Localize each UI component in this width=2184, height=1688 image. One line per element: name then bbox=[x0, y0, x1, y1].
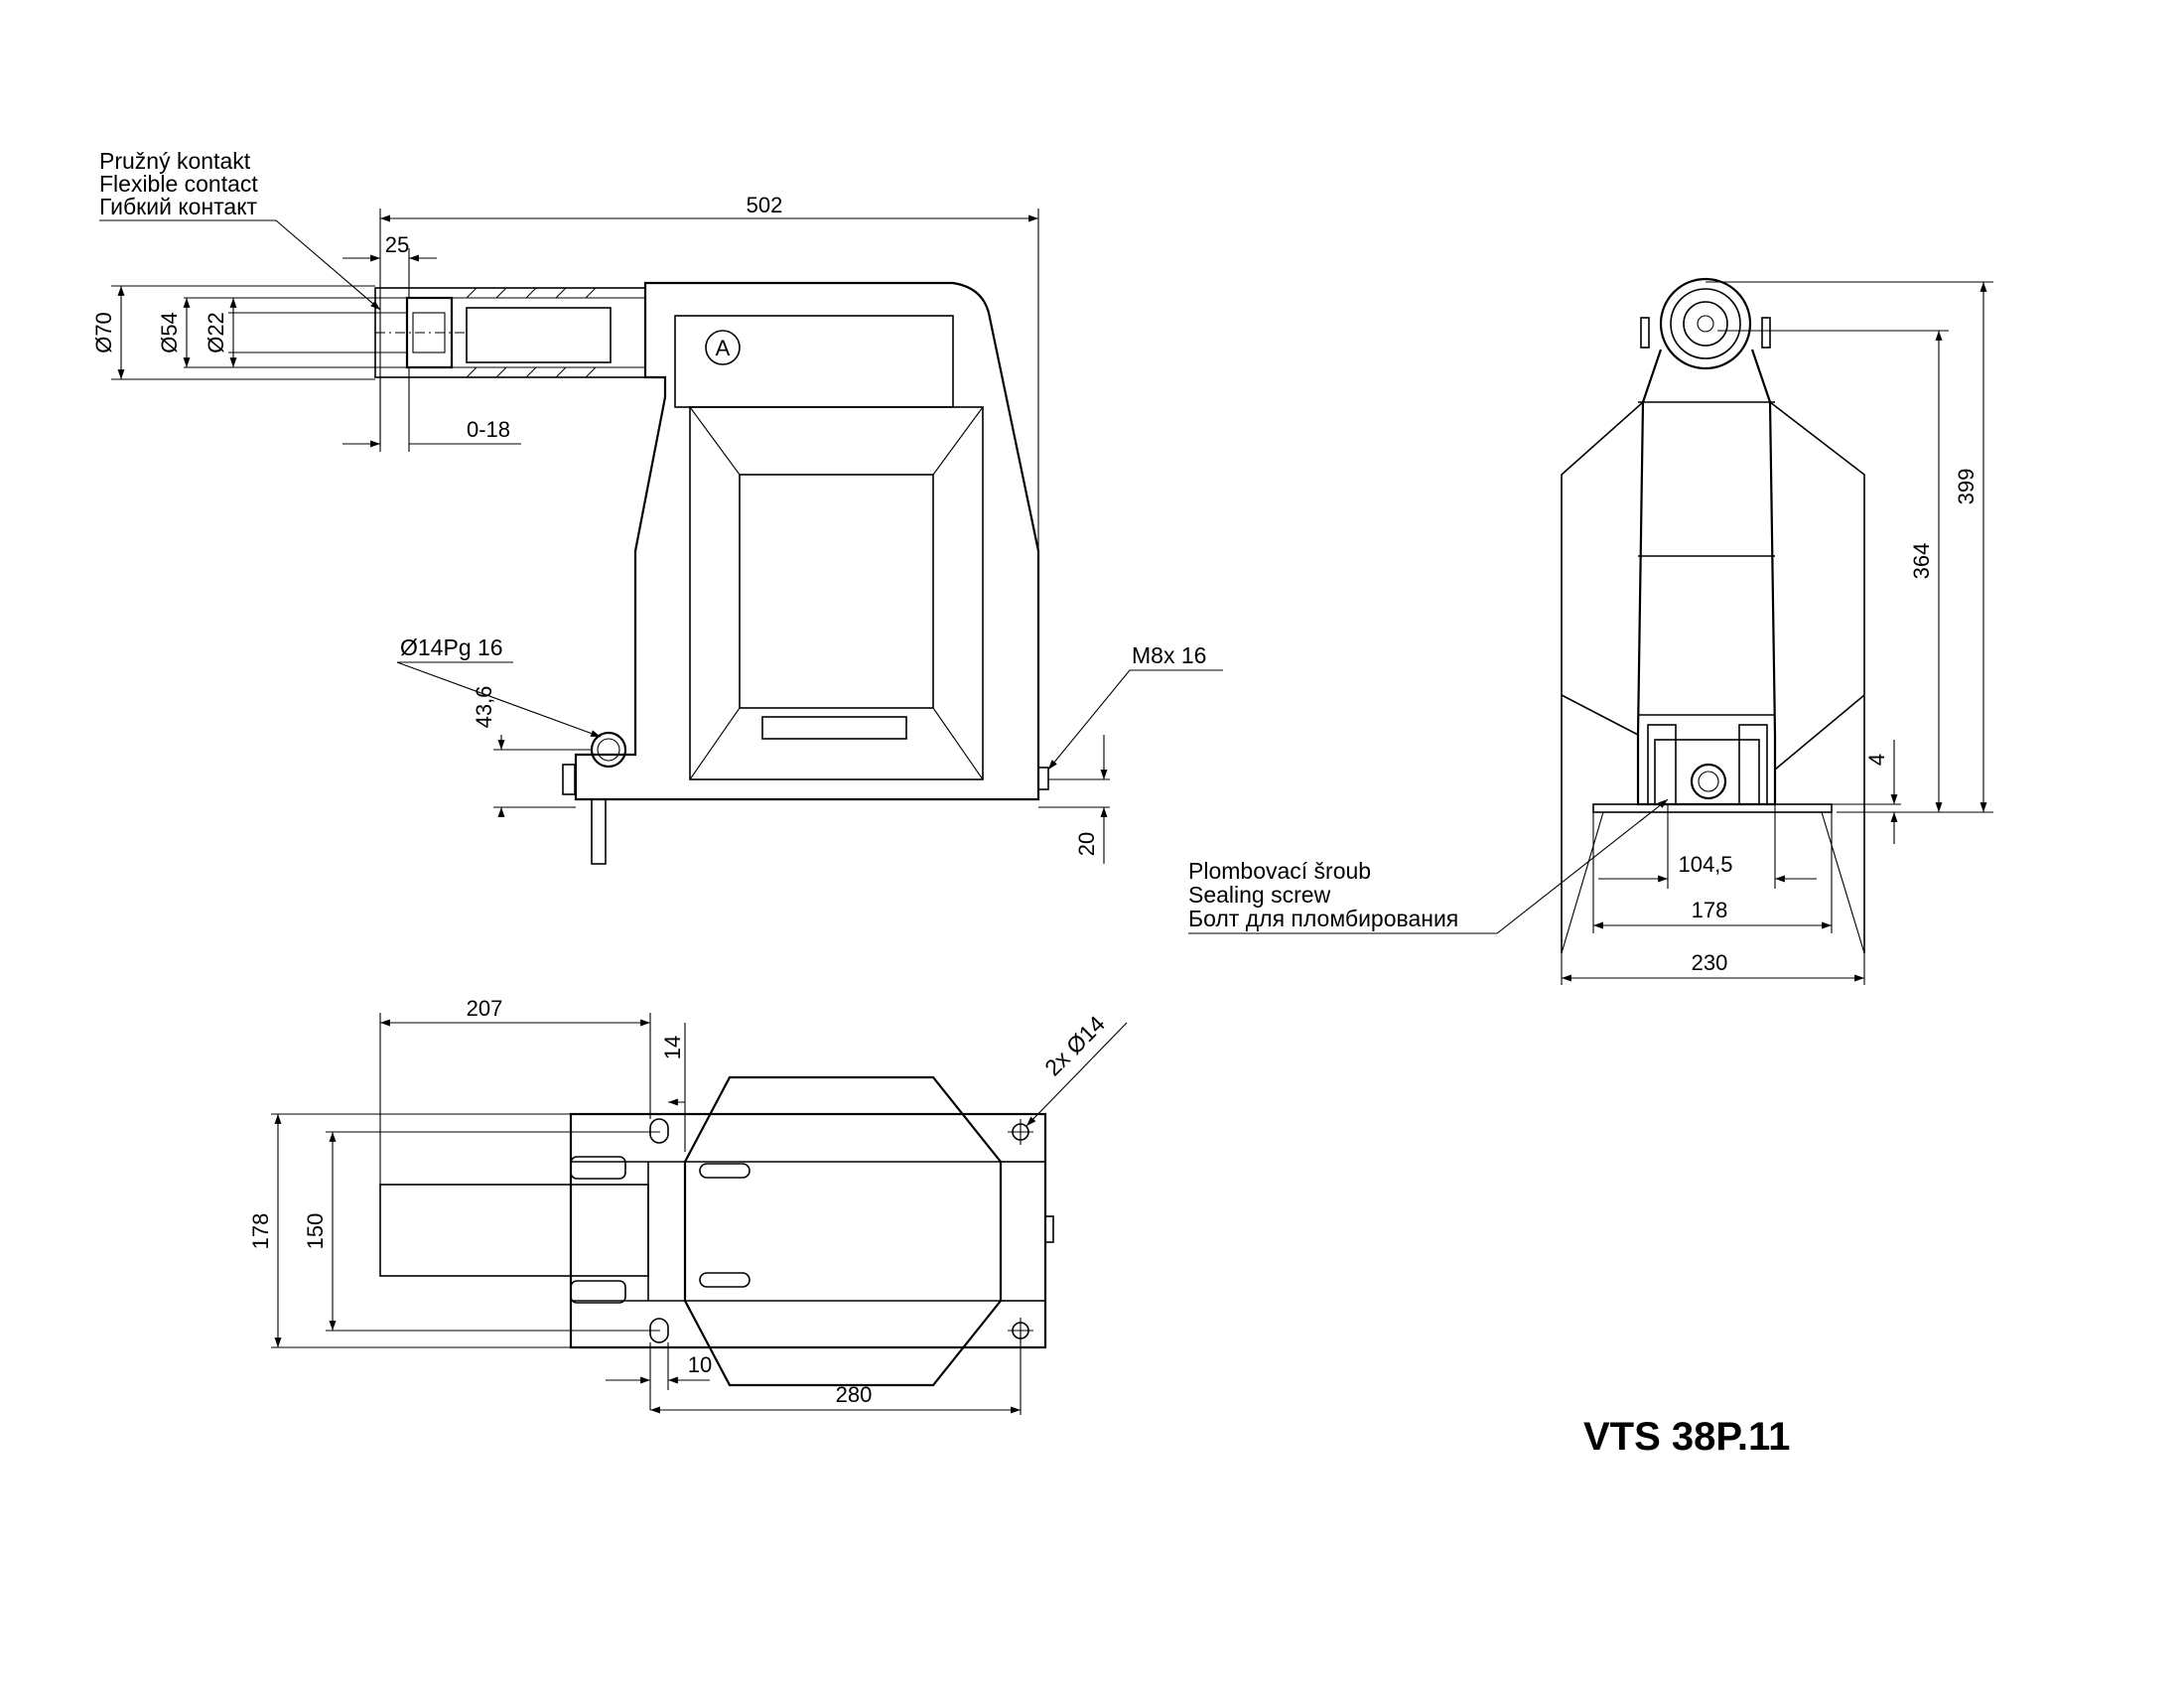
sealing-screw-note: Plombovací šroub Sealing screw Болт для … bbox=[1188, 798, 1669, 934]
gland-note: Ø14Pg 16 bbox=[396, 634, 602, 738]
terminal-marker: A bbox=[716, 336, 731, 360]
dim-4-label: 4 bbox=[1864, 754, 1889, 766]
note-ru: Гибкий контакт bbox=[99, 194, 258, 219]
dim-range-label: 0-18 bbox=[467, 417, 510, 442]
m8-bolt bbox=[1037, 767, 1049, 790]
dim-d54-label: Ø54 bbox=[157, 312, 182, 353]
side-view: A 502 25 bbox=[91, 148, 1223, 865]
end-view: 399 364 4 104,5 178 bbox=[1188, 277, 1993, 985]
dim-280: 280 bbox=[650, 1331, 1022, 1415]
dim-d22-label: Ø22 bbox=[204, 312, 228, 353]
right-flange bbox=[1769, 401, 1865, 953]
bushing-section bbox=[374, 287, 646, 378]
dim-178-end: 178 bbox=[1592, 812, 1833, 933]
rating-plate-frame bbox=[674, 315, 954, 408]
dim-178-plan: 178 bbox=[248, 1113, 571, 1348]
dim-364: 364 bbox=[1717, 330, 1949, 812]
base-outline bbox=[569, 1112, 1047, 1349]
name-slot bbox=[761, 716, 907, 740]
dim-178-plan-label: 178 bbox=[248, 1213, 273, 1250]
terminal-marker-circle bbox=[705, 330, 741, 365]
dim-diameters: Ø70 Ø54 Ø22 bbox=[91, 285, 407, 380]
terminal-ring bbox=[1659, 277, 1752, 370]
bushing-plan bbox=[379, 1184, 649, 1277]
dim-14: 14 bbox=[660, 1023, 686, 1152]
dim-14-label: 14 bbox=[660, 1036, 685, 1059]
body-outline bbox=[574, 281, 1040, 801]
side-lug bbox=[562, 764, 576, 795]
dim-104-5: 104,5 bbox=[1598, 804, 1817, 889]
gland-label: Ø14Pg 16 bbox=[400, 634, 503, 660]
dim-10-label: 10 bbox=[688, 1352, 712, 1377]
dim-0-18: 0-18 bbox=[342, 367, 521, 452]
dim-4: 4 bbox=[1832, 740, 1901, 844]
dim-104-5-label: 104,5 bbox=[1678, 852, 1732, 877]
terminal-block bbox=[1654, 739, 1760, 805]
dim-10: 10 bbox=[606, 1342, 712, 1410]
plan-view: 207 14 2x Ø14 178 150 bbox=[248, 996, 1128, 1415]
seal-en: Sealing screw bbox=[1188, 882, 1331, 908]
cable-gland bbox=[590, 731, 627, 769]
earth-note: M8x 16 bbox=[1047, 642, 1223, 771]
dim-230-label: 230 bbox=[1692, 950, 1728, 975]
dim-43-6-label: 43,6 bbox=[472, 686, 496, 729]
panel-frame bbox=[689, 406, 984, 780]
dim-d70-label: Ø70 bbox=[91, 312, 116, 353]
panel-window bbox=[739, 474, 934, 709]
dim-399-label: 399 bbox=[1954, 469, 1979, 505]
dim-207-label: 207 bbox=[467, 996, 503, 1021]
seal-ru: Болт для пломбирования bbox=[1188, 906, 1458, 931]
dim-25: 25 bbox=[342, 232, 437, 298]
dim-502: 502 bbox=[379, 193, 1039, 556]
left-flange bbox=[1561, 401, 1644, 953]
hatching bbox=[466, 287, 597, 378]
holes-note: 2x Ø14 bbox=[1025, 1011, 1128, 1127]
dim-207: 207 bbox=[379, 996, 651, 1185]
seal-cz: Plombovací šroub bbox=[1188, 858, 1371, 884]
dim-399: 399 bbox=[1706, 281, 1993, 813]
dim-20-label: 20 bbox=[1074, 832, 1099, 856]
earth-label: M8x 16 bbox=[1132, 642, 1206, 668]
dim-150: 150 bbox=[303, 1131, 660, 1332]
dim-502-label: 502 bbox=[747, 193, 783, 217]
slot-top bbox=[649, 1118, 669, 1144]
dim-20: 20 bbox=[1038, 735, 1110, 864]
dim-178-end-label: 178 bbox=[1692, 898, 1728, 922]
note-cz: Pružný kontakt bbox=[99, 148, 251, 174]
dim-280-label: 280 bbox=[836, 1382, 873, 1407]
flexible-contact-note: Pružný kontakt Flexible contact Гибкий к… bbox=[99, 148, 381, 311]
holes-label: 2x Ø14 bbox=[1039, 1011, 1110, 1081]
dim-43-6: 43,6 bbox=[472, 686, 592, 817]
flange-plan bbox=[683, 1075, 1003, 1387]
dim-150-label: 150 bbox=[303, 1213, 328, 1250]
dim-230: 230 bbox=[1561, 950, 1865, 985]
drawing-title: VTS 38P.11 bbox=[1583, 1415, 1790, 1459]
base-plate bbox=[1592, 803, 1833, 813]
earth-stud bbox=[591, 798, 607, 865]
end-gland bbox=[1690, 763, 1727, 800]
dim-25-label: 25 bbox=[385, 232, 409, 257]
dim-364-label: 364 bbox=[1909, 543, 1934, 580]
end-body bbox=[1636, 349, 1777, 806]
note-en: Flexible contact bbox=[99, 171, 258, 197]
